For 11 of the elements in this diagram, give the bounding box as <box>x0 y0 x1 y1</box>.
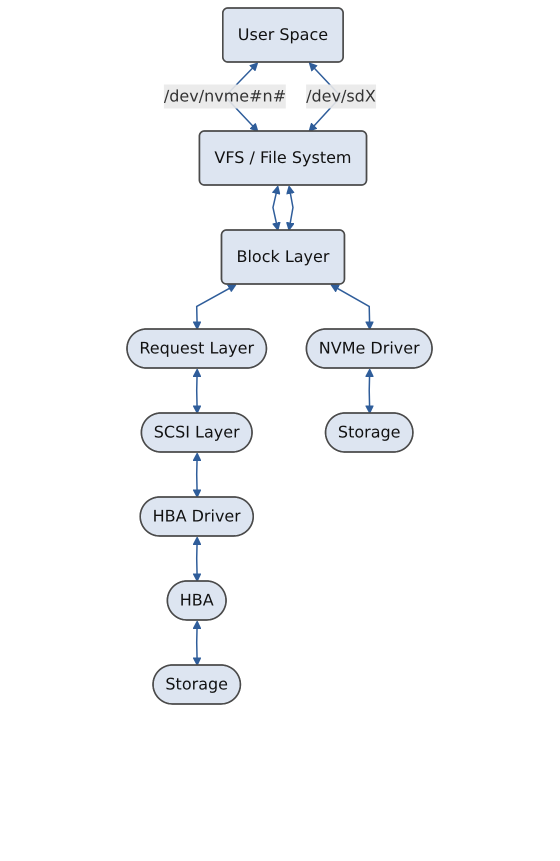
arrow <box>286 185 296 231</box>
arrow <box>272 185 282 231</box>
edge-label: /dev/sdX <box>306 86 376 106</box>
arrow <box>366 368 374 414</box>
arrow <box>193 368 202 414</box>
arrow <box>193 452 202 498</box>
arrow <box>193 536 202 582</box>
arrow <box>193 284 237 330</box>
edge-label: /dev/nvme#n# <box>164 86 287 106</box>
arrow <box>193 620 202 666</box>
arrow <box>330 284 374 330</box>
